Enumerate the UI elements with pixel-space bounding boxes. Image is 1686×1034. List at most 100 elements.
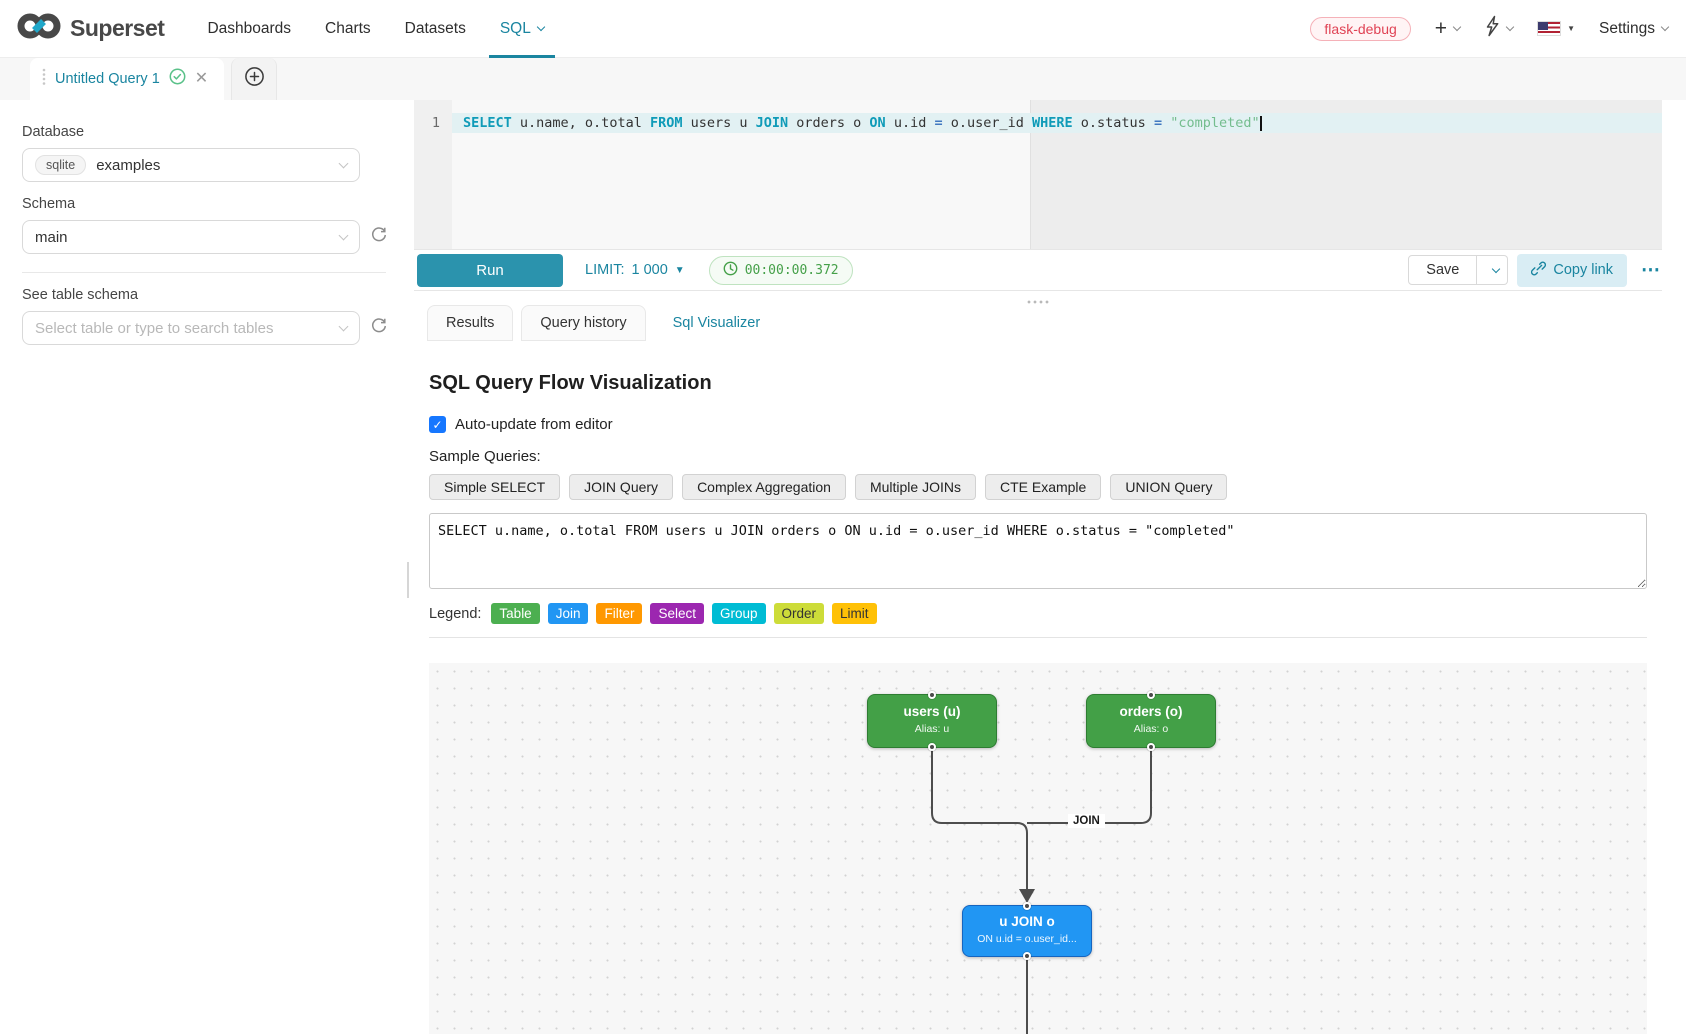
table-select[interactable]: Select table or type to search tables xyxy=(22,311,360,345)
chevron-down-icon xyxy=(1505,22,1515,32)
node-title: users (u) xyxy=(903,704,961,719)
drag-handle-icon xyxy=(42,68,46,91)
auto-update-row[interactable]: ✓ Auto-update from editor xyxy=(429,416,1647,433)
node-handle-icon xyxy=(1023,952,1031,960)
limit-dropdown[interactable]: LIMIT: 1 000 ▼ xyxy=(585,262,685,278)
table-select-placeholder: Select table or type to search tables xyxy=(35,319,274,337)
copy-link-button[interactable]: Copy link xyxy=(1517,253,1627,287)
node-handle-icon xyxy=(1147,691,1155,699)
chevron-down-icon xyxy=(1660,22,1670,32)
nav-item-label: SQL xyxy=(499,19,531,37)
nav-item-label: Dashboards xyxy=(207,19,292,37)
database-select[interactable]: sqlite examples xyxy=(22,148,360,182)
flow-sql-input[interactable]: SELECT u.name, o.total FROM users u JOIN… xyxy=(429,513,1647,589)
caret-down-icon: ▼ xyxy=(1567,24,1575,33)
schema-value: main xyxy=(35,228,68,246)
timer-value: 00:00:00.372 xyxy=(744,262,839,278)
sample-cte-example-button[interactable]: CTE Example xyxy=(984,474,1102,500)
sidebar-resize-handle[interactable] xyxy=(402,100,414,1034)
pane-resize-grip[interactable] xyxy=(1026,300,1050,304)
chevron-down-icon xyxy=(338,230,349,240)
sample-union-query-button[interactable]: UNION Query xyxy=(1110,474,1228,500)
more-options-icon[interactable]: ⋯ xyxy=(1641,259,1660,281)
line-number: 1 xyxy=(431,115,440,131)
database-label: Database xyxy=(22,124,85,140)
query-flow-canvas[interactable]: JOIN users (u) Alias: u orders (o) Alias… xyxy=(429,663,1647,1034)
sample-complex-aggregation-button[interactable]: Complex Aggregation xyxy=(682,474,846,500)
auto-update-checkbox[interactable]: ✓ xyxy=(429,416,446,433)
sql-token: JOIN xyxy=(755,115,789,131)
nav-item-label: Charts xyxy=(325,19,371,37)
nav-item-dashboards[interactable]: Dashboards xyxy=(190,0,308,58)
plus-circle-icon xyxy=(244,66,265,92)
environment-badge: flask-debug xyxy=(1310,16,1411,41)
plus-icon: + xyxy=(1434,17,1448,40)
sample-simple-select-button[interactable]: Simple SELECT xyxy=(429,474,561,500)
nav-item-charts[interactable]: Charts xyxy=(308,0,388,58)
query-saved-check-icon xyxy=(169,68,186,90)
query-tab-active[interactable]: Untitled Query 1 ✕ xyxy=(30,58,225,100)
database-value: examples xyxy=(96,156,161,174)
us-flag-icon xyxy=(1537,21,1562,36)
content-area: Database sqlite examples Schema main See xyxy=(0,100,1686,1034)
refresh-tables-icon[interactable] xyxy=(370,317,388,340)
editor-gutter: 1 xyxy=(414,100,452,249)
sidebar-divider xyxy=(22,272,386,273)
editor-code-area[interactable]: SELECT u.name, o.total FROM users u JOIN… xyxy=(452,100,1662,249)
sql-token: "completed" xyxy=(1170,115,1260,131)
sql-code-editor[interactable]: 1 SELECT u.name, o.total FROM users u JO… xyxy=(414,100,1662,249)
nav-item-sql[interactable]: SQL xyxy=(483,0,561,58)
run-button[interactable]: Run xyxy=(417,253,563,287)
close-tab-icon[interactable]: ✕ xyxy=(194,70,209,87)
legend-chip: Table xyxy=(491,603,540,624)
chevron-down-icon xyxy=(338,321,349,331)
node-subtitle: Alias: u xyxy=(914,723,950,735)
navbar: Superset Dashboards Charts Datasets SQL … xyxy=(0,0,1686,58)
caret-down-icon: ▼ xyxy=(674,264,685,276)
refresh-schemas-icon[interactable] xyxy=(370,226,388,249)
flow-node-users[interactable]: users (u) Alias: u xyxy=(867,691,997,751)
legend-row: Legend: Table Join Filter Select Group O… xyxy=(429,603,1647,624)
query-tab-title: Untitled Query 1 xyxy=(55,71,160,87)
brand-name: Superset xyxy=(70,15,165,41)
legend-chip: Order xyxy=(773,603,825,624)
node-handle-icon xyxy=(1147,743,1155,751)
tab-results[interactable]: Results xyxy=(427,305,514,341)
superset-brand[interactable]: Superset xyxy=(16,11,165,46)
toolbar-right: Save Copy link ⋯ xyxy=(1408,253,1660,287)
new-item-button[interactable]: + xyxy=(1434,17,1462,40)
legend-label: Legend: xyxy=(429,605,482,622)
lightning-icon xyxy=(1484,15,1500,42)
schema-select[interactable]: main xyxy=(22,220,360,254)
settings-menu[interactable]: Settings xyxy=(1599,20,1670,38)
sql-token: WHERE xyxy=(1032,115,1073,131)
legend-chip: Select xyxy=(650,603,704,624)
limit-label: LIMIT: xyxy=(585,262,625,278)
language-picker[interactable]: ▼ xyxy=(1537,21,1575,36)
flow-node-join[interactable]: u JOIN o ON u.id = o.user_id... xyxy=(962,902,1092,960)
sql-token: u.id xyxy=(885,115,935,131)
text-cursor xyxy=(1259,116,1262,131)
flow-edges xyxy=(931,748,1152,1034)
node-handle-icon xyxy=(1023,902,1031,910)
node-handle-icon xyxy=(928,691,936,699)
add-query-tab-button[interactable] xyxy=(231,58,278,100)
sql-token: SELECT xyxy=(463,115,512,131)
chevron-down-icon xyxy=(338,158,349,168)
sample-multiple-joins-button[interactable]: Multiple JOINs xyxy=(854,474,976,500)
tab-sql-visualizer[interactable]: Sql Visualizer xyxy=(653,305,780,341)
sql-token: FROM xyxy=(649,115,683,131)
sample-join-query-button[interactable]: JOIN Query xyxy=(569,474,674,500)
node-handle-icon xyxy=(928,743,936,751)
sqllab-sidebar: Database sqlite examples Schema main See xyxy=(0,100,402,1034)
nav-item-datasets[interactable]: Datasets xyxy=(388,0,483,58)
save-button[interactable]: Save xyxy=(1408,255,1478,285)
save-split-button: Save xyxy=(1408,255,1509,285)
node-subtitle: Alias: o xyxy=(1133,723,1169,735)
nav-item-label: Datasets xyxy=(404,19,466,37)
chevron-down-icon xyxy=(1491,264,1501,273)
query-search-button[interactable] xyxy=(1484,15,1515,42)
flow-node-orders[interactable]: orders (o) Alias: o xyxy=(1086,691,1216,751)
save-options-button[interactable] xyxy=(1477,255,1509,285)
tab-query-history[interactable]: Query history xyxy=(521,305,646,341)
